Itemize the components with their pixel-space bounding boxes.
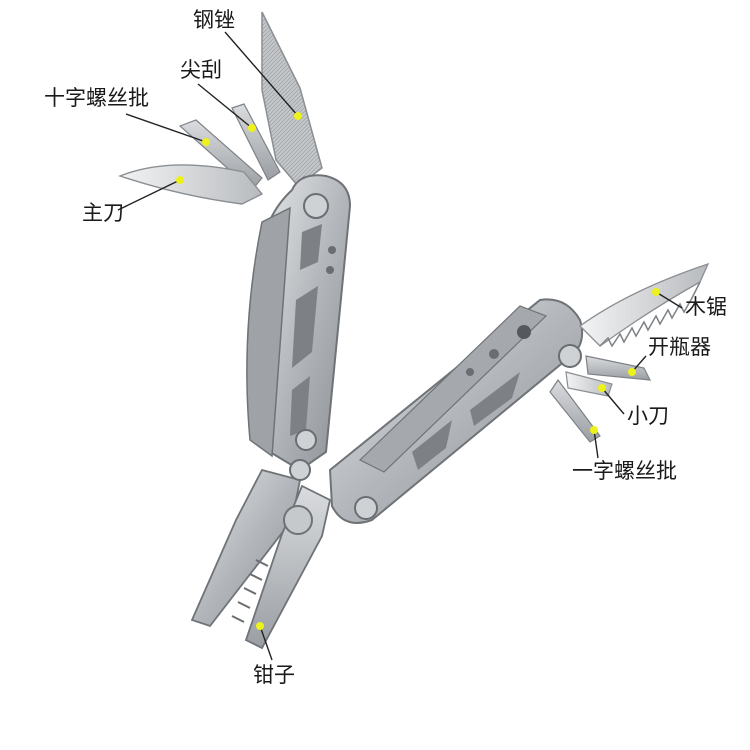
awl-label: 尖刮 <box>180 58 222 82</box>
awl-tool <box>231 103 281 181</box>
bottle-opener-tool <box>585 355 652 381</box>
upper-handle-cutout <box>292 286 318 368</box>
small-knife-label: 小刀 <box>627 404 669 428</box>
pliers-serrations <box>231 559 269 623</box>
bottle-opener-label: 开瓶器 <box>648 335 711 359</box>
upper-handle-cutout <box>290 376 310 436</box>
lower-handle-back <box>358 305 548 473</box>
rivet <box>289 459 311 481</box>
phillips-screwdriver-label: 十字螺丝批 <box>44 86 149 110</box>
lanyard-hole <box>517 325 531 339</box>
rivet <box>558 344 582 368</box>
rivet <box>328 246 336 254</box>
main-knife-label: 主刀 <box>82 201 124 225</box>
flat-screwdriver-tool <box>549 378 601 443</box>
lower-handle-cutout <box>470 372 520 426</box>
rivet <box>354 496 378 520</box>
upper-handle-cutout <box>300 224 322 270</box>
lower-handle-cutout <box>412 420 452 470</box>
file-label: 钢锉 <box>193 8 235 32</box>
lower-handle-hole <box>466 368 474 376</box>
pliers-pivot <box>283 505 313 535</box>
upper-handle-back <box>246 206 291 458</box>
rivet <box>295 429 317 451</box>
wood-saw-teeth <box>599 281 701 348</box>
main-knife-blade <box>117 164 264 205</box>
pointer-markers <box>176 112 660 630</box>
flat-screwdriver-label: 一字螺丝批 <box>572 459 677 483</box>
lower-handle <box>328 298 584 524</box>
pliers-label: 钳子 <box>253 663 295 687</box>
wood-saw-blade <box>578 262 710 347</box>
rivet <box>326 266 334 274</box>
rivet <box>303 193 329 219</box>
wood-saw-label: 木锯 <box>685 295 727 319</box>
lower-handle-hole <box>489 349 499 359</box>
